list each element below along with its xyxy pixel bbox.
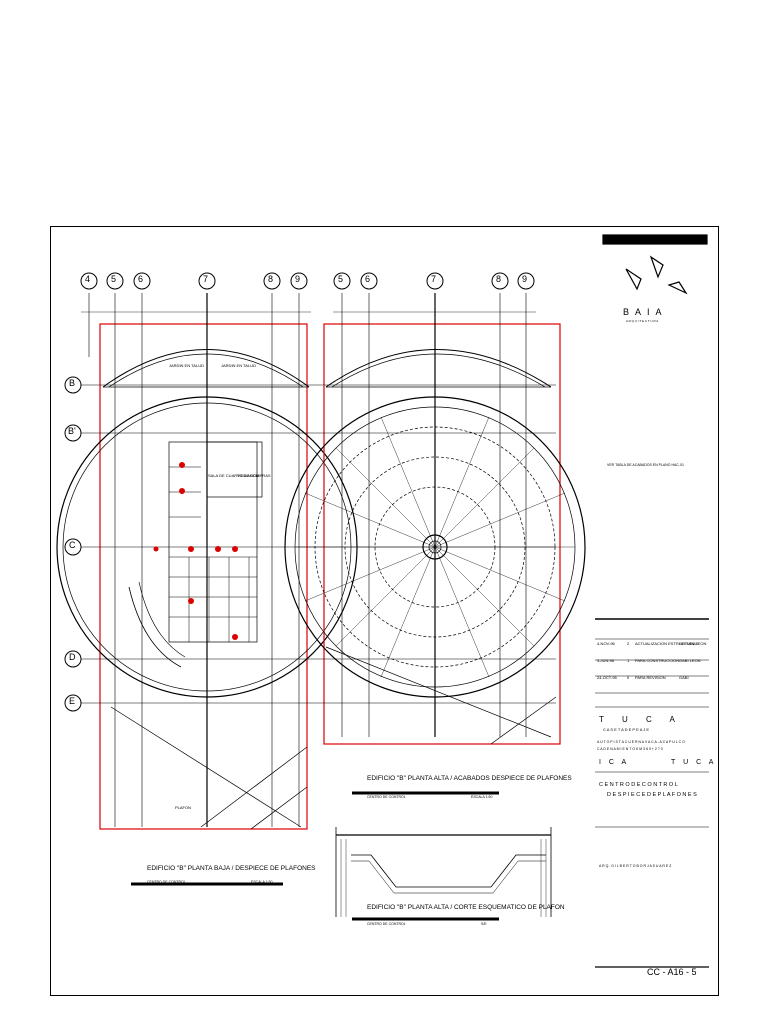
revision-desc: PARA CONSTRUCCION [635,658,680,663]
grid-label-9: 9 [295,274,301,284]
plan-name-1: C E N T R O D E C O N T R O L [599,782,678,788]
project-detail-2: A U T O P I S T A C U E R N A V A C A - … [597,740,685,744]
grid-row-c: C [69,540,76,550]
project-name: T U C A [599,715,683,724]
revision-date: 4-NOV-96 [597,641,615,646]
upper-plan-subtitle: CENTRO DE CONTROL [367,795,406,799]
grid-label-4: 4 [85,274,91,284]
grid-label-r7: 7 [431,274,437,284]
plan-name-2: D E S P I E C E D E P L A F O N E S [607,792,697,798]
lower-plan-title: EDIFICIO "B" PLANTA BAJA / DESPIECE DE P… [147,865,316,872]
revision-by: GH SAN LEON [679,641,707,646]
room-label: PLAFON [175,805,192,810]
architect-name: A R Q . G I L B E R T O B O R J A S U A … [599,864,672,868]
revision-date: 24-OCT-95 [597,675,617,680]
title-block-lines [595,618,709,968]
grid-bubbles [64,272,535,712]
grid-label-r9: 9 [522,274,528,284]
section-scale: S/E [481,922,487,926]
drawing-sheet: 4 5 6 7 8 9 5 6 7 8 9 B B' C D E JARDIN … [50,226,719,996]
grid-label-7: 7 [203,274,209,284]
upper-plan-scale: ESCALA 1:50 [471,795,493,799]
finish-table-note: VER TABLA DE ACABADOS EN PLANO HAC-01 [607,463,684,467]
grid-lines [65,293,556,827]
grid-label-r5: 5 [338,274,344,284]
location-right: T U C A [671,759,717,766]
section-drawing [335,827,552,917]
revision-date: 4-JUN-96 [597,658,615,663]
firm-tagline: A R Q U I T E C T U R A [626,319,659,323]
revision-num: 2 [627,641,630,646]
sheet-number: CC - A16 - 5 [647,967,697,977]
grid-row-b: B [69,378,76,388]
firm-name: B A I A [623,307,664,317]
title-underlines [131,791,499,921]
room-label: SALA DE CUARTO DE COMPRAS [208,473,271,478]
revision-desc: PARA REVISION [635,675,666,680]
grid-label-5: 5 [111,274,117,284]
revision-num: 1 [627,658,630,663]
red-markers [153,462,238,640]
upper-plan-title: EDIFICIO "B" PLANTA ALTA / ACABADOS DESP… [367,775,572,782]
section-title: EDIFICIO "B" PLANTA ALTA / CORTE ESQUEMA… [367,904,565,911]
revision-by: GABI LEON [679,658,701,663]
grid-row-b-prime: B' [68,426,76,436]
grid-label-r8: 8 [496,274,502,284]
grid-row-e: E [69,696,76,706]
grid-label-6: 6 [138,274,144,284]
grid-label-8: 8 [268,274,274,284]
baia-logo-icon [602,234,708,295]
room-label: JARDIN EN TALUD [221,363,256,368]
project-detail-3: C A D E N A M I E N T O K M 3 6 9 + 2 7 … [597,747,663,751]
upper-plan-border [323,323,561,745]
lower-plan-border [99,323,308,830]
architectural-drawing [56,234,709,968]
lower-plan-subtitle: CENTRO DE CONTROL [147,880,186,884]
room-label: JARDIN EN TALUD [169,363,204,368]
grid-row-d: D [69,652,76,662]
location-left: I C A [599,759,630,766]
grid-label-r6: 6 [365,274,371,284]
revision-by: GABI [679,675,689,680]
lower-plan-scale: ESCALA 1:50 [251,880,273,884]
revision-num: 0 [627,675,630,680]
section-subtitle: CENTRO DE CONTROL [367,922,406,926]
project-detail-1: C A S E T A D E P E A J E [603,727,650,732]
room-label: VIGILANCIA [237,473,260,478]
revision-desc: ACTUALIZACION ESTRUCTURAS [635,641,699,646]
